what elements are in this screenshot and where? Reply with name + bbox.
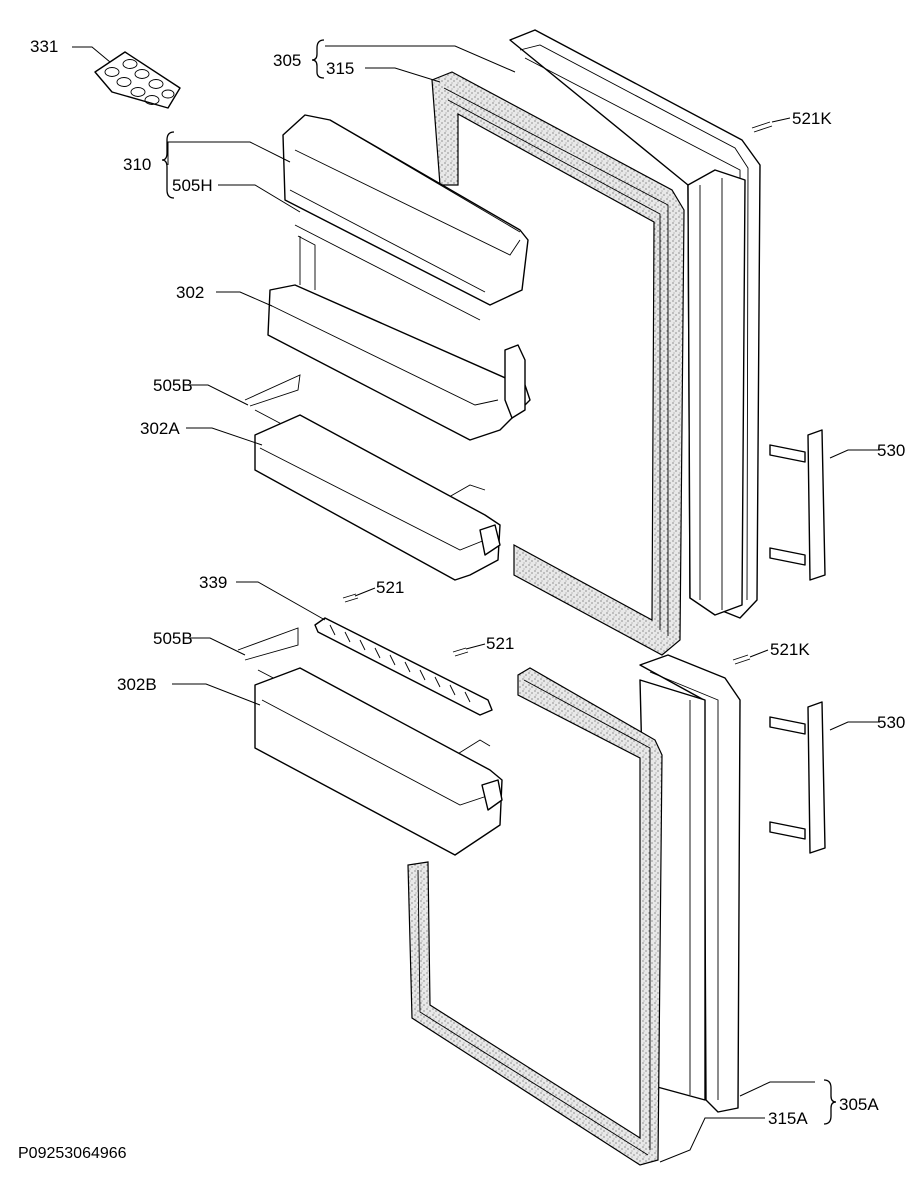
lower-gasket-315A (407, 667, 663, 1166)
diagram-reference-number: P09253064966 (18, 1145, 127, 1162)
label-505B-bottom: 505B (153, 629, 193, 648)
label-315: 315 (326, 59, 354, 78)
label-521K-top: 521K (792, 109, 832, 128)
door-shelf-302A (244, 374, 501, 581)
egg-tray-331 (94, 51, 181, 109)
handle-530-top (769, 429, 826, 581)
label-331: 331 (30, 37, 58, 56)
brace-305A (823, 1079, 837, 1125)
label-302A: 302A (140, 419, 180, 438)
screw-521K-bottom (732, 654, 751, 665)
label-505H: 505H (172, 176, 213, 195)
door-shelf-302 (267, 235, 531, 441)
label-302B: 302B (117, 675, 157, 694)
screw-521K-top (751, 121, 773, 133)
upper-gasket-315 (431, 71, 685, 656)
screw-521-b (452, 647, 469, 657)
label-530-bottom: 530 (877, 713, 905, 732)
brace-310 (161, 131, 175, 199)
grille-339 (314, 617, 493, 716)
label-530-top: 530 (877, 441, 905, 460)
label-521-a: 521 (376, 578, 404, 597)
upper-door-305 (509, 29, 761, 619)
screw-521-a (342, 593, 359, 603)
label-302: 302 (176, 283, 204, 302)
part-labels: 331 305 315 521K 310 505H 302 505B 302A … (30, 37, 905, 1128)
brace-305 (311, 39, 325, 79)
handle-530-bottom (769, 701, 826, 854)
leader-lines (72, 45, 880, 1163)
label-310: 310 (123, 155, 151, 174)
label-315A: 315A (768, 1109, 808, 1128)
label-521K-bottom: 521K (770, 640, 810, 659)
label-339: 339 (199, 573, 227, 592)
label-521-b: 521 (486, 634, 514, 653)
dairy-lid-310 (282, 114, 529, 321)
label-305: 305 (273, 51, 301, 70)
door-shelf-302B (237, 627, 503, 856)
label-505B-top: 505B (153, 376, 193, 395)
label-305A: 305A (839, 1095, 879, 1114)
